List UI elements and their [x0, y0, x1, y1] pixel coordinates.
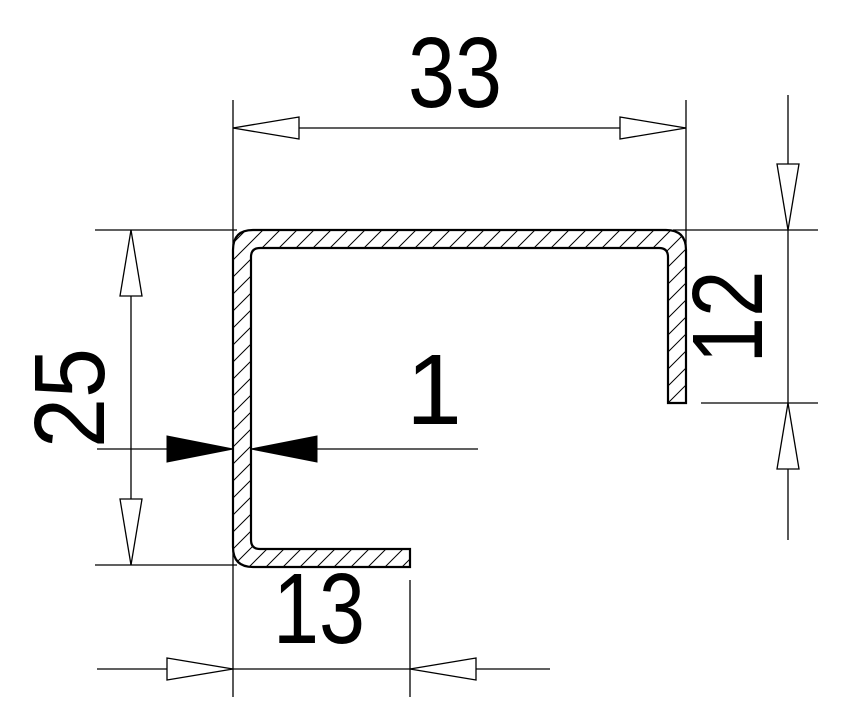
dimension-value-top-width: 33 [408, 17, 502, 129]
dimension-bottom-lip-width: 13 [97, 548, 550, 697]
dimension-value-bottom-lip-width: 13 [273, 553, 365, 665]
arrowhead-up-icon [119, 229, 143, 297]
dimension-value-right-flange-height: 12 [672, 271, 784, 364]
arrowhead-right-icon [166, 657, 234, 681]
dimension-right-flange-height: 12 [672, 95, 818, 540]
dimension-wall-thickness: 1 [97, 334, 478, 463]
dimension-value-wall-thickness: 1 [406, 334, 462, 446]
arrowhead-left-icon [232, 116, 300, 140]
arrowhead-right-icon [166, 435, 234, 463]
arrowhead-left-icon [250, 435, 318, 463]
arrowhead-left-icon [409, 657, 477, 681]
arrowhead-right-icon [619, 116, 687, 140]
arrowhead-down-icon [119, 498, 143, 566]
arrowhead-up-icon [776, 402, 800, 470]
dimension-top-width: 33 [232, 17, 687, 245]
dimension-value-left-height: 25 [14, 348, 126, 448]
dimension-left-height: 25 [14, 229, 237, 566]
arrowhead-down-icon [776, 163, 800, 231]
channel-profile-shape [231, 228, 688, 569]
